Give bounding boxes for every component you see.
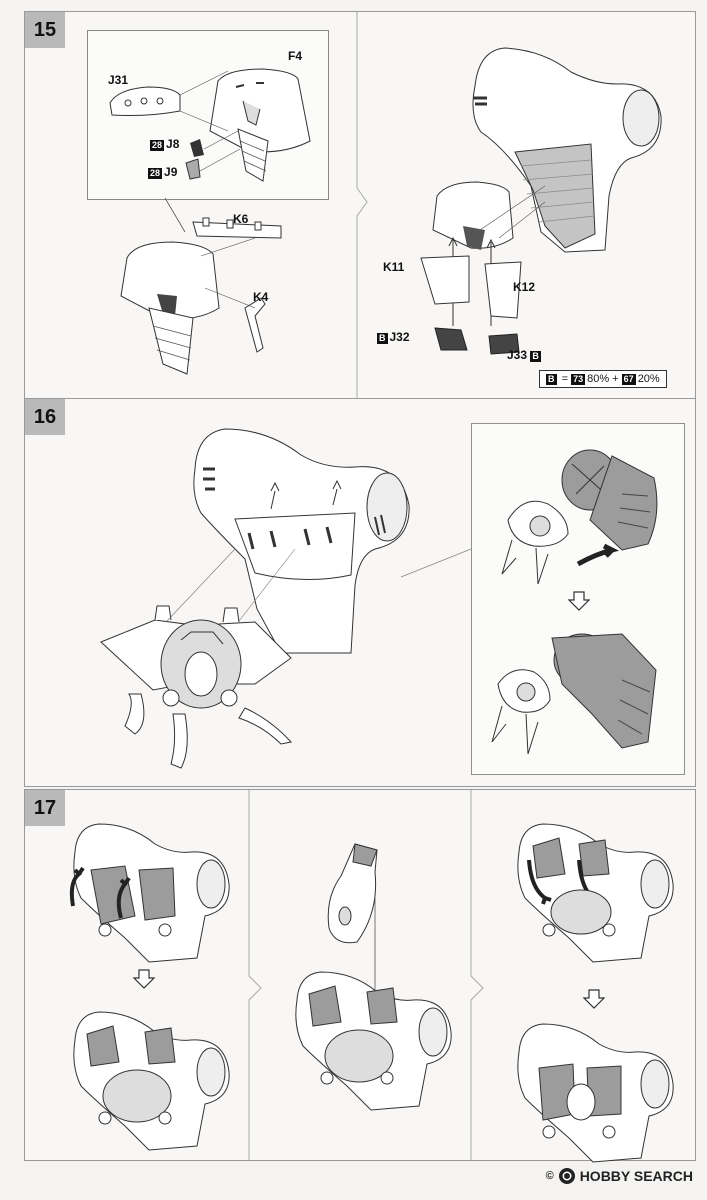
hatch-open-drawing [73,1011,230,1151]
down-arrow-icon [568,591,590,611]
step-16-panel: 16 [24,398,696,787]
legend-color1-pct: 80% [587,373,610,385]
legend-color1-code: 73 [571,374,586,385]
step-number: 16 [25,399,65,435]
step-17-panel: 17 [24,789,696,1163]
hatch-lift-drawing [69,823,230,963]
label-k4: K4 [253,290,269,304]
label-j33: J33 B [507,348,543,362]
label-k12: K12 [513,280,536,294]
down-arrow-icon [583,989,605,1009]
legend-equals: = [561,373,568,385]
color-code-badge: 28 [148,168,163,179]
chest-plate-drawing [327,843,378,1012]
label-j31: J31 [108,73,129,87]
hatch-close-drawing [517,823,674,963]
chest-install-drawing [295,971,452,1111]
step-number: 17 [25,790,65,826]
legend-color2-pct: 20% [637,373,660,385]
cockpit-open-drawing [491,449,658,755]
body-shell-drawing [193,428,410,654]
legend-plus: + [612,373,619,385]
logo-mark-icon [558,1168,575,1184]
copyright-symbol: © [545,1170,554,1182]
down-arrow-icon [133,969,155,989]
lower-body-drawing [100,605,292,769]
hatch-closed-drawing [517,1023,674,1163]
label-j33-text: J33 [507,348,528,362]
color-code-badge: 28 [150,140,165,151]
legend-color2-code: 67 [621,374,636,385]
brand-text: HOBBY SEARCH [579,1168,693,1184]
step-17-dividers [248,790,484,1160]
color-code-badge: B [377,333,388,344]
hobby-search-logo: © HOBBY SEARCH [546,1168,693,1184]
step-number: 15 [25,12,65,48]
label-k11: K11 [383,260,405,274]
head-assembly-drawing [120,197,282,375]
legend-code: B [546,374,557,385]
color-code-badge: B [530,351,541,362]
label-j8-text: J8 [166,137,180,151]
label-k6: K6 [233,212,249,226]
detail-subpanel [471,423,685,775]
body-assembly-drawing [420,47,662,355]
label-f4: F4 [288,49,303,63]
label-j32-text: J32 [389,330,410,344]
leader-lines [166,548,472,622]
j31-part-drawing [109,68,311,182]
panel-divider [356,12,368,398]
label-j9-text: J9 [164,165,178,179]
